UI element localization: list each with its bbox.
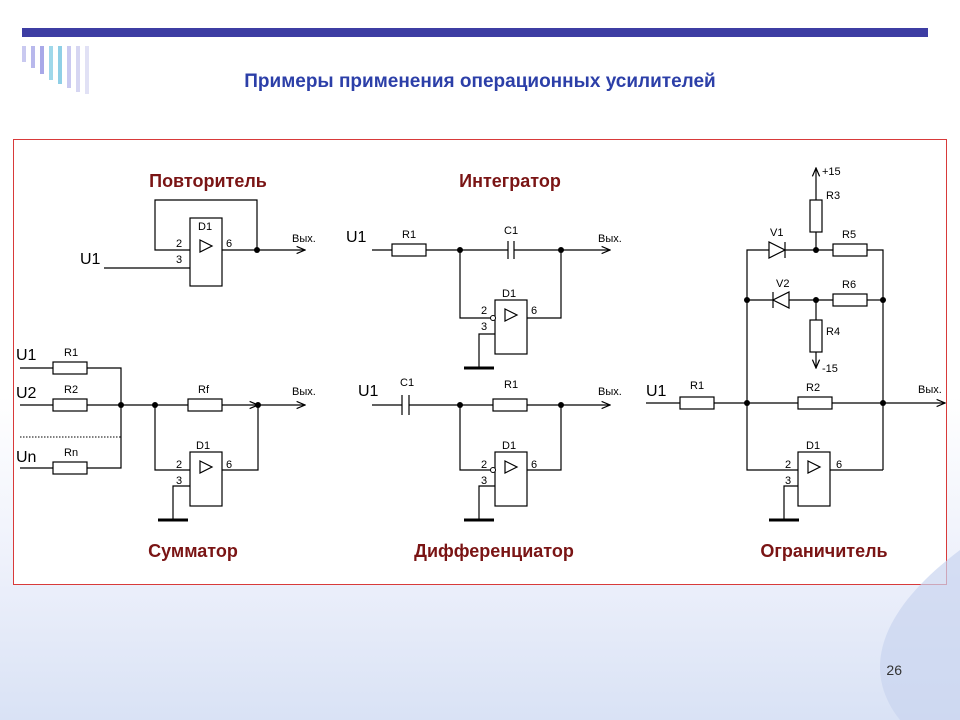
opamp-symbol-icon: [504, 308, 519, 322]
summer-pin-inv: 2: [176, 459, 182, 471]
differentiator-caption: Дифференциатор: [414, 541, 574, 561]
differentiator-circuit: U1 C1 R1 Вых. D1 2 3 6 Дифференциатор: [358, 377, 622, 561]
limiter-output: Вых.: [918, 384, 942, 396]
follower-input: U1: [80, 251, 101, 268]
summer-input-n: Un: [16, 449, 36, 466]
limiter-r5: [832, 243, 868, 257]
summer-feedback-resistor: [187, 398, 223, 412]
limiter-r2-label: R2: [806, 382, 820, 394]
differentiator-r1-label: R1: [504, 379, 518, 391]
summer-pin-noninv: 3: [176, 475, 182, 487]
integrator-c1-label: C1: [504, 225, 518, 237]
summer-r1: [52, 361, 88, 375]
summer-input-2: U2: [16, 385, 37, 402]
integrator-pin-inv: 2: [481, 305, 487, 317]
follower-opamp: [189, 217, 223, 287]
limiter-r4: [809, 319, 823, 353]
decorative-wave: [880, 550, 960, 720]
integrator-caption: Интегратор: [459, 171, 561, 191]
limiter-opamp-label: D1: [806, 440, 820, 452]
follower-circuit: Повторитель D1 2 3 6 U1 Вых.: [80, 171, 316, 287]
top-accent-bar: [22, 28, 928, 37]
limiter-circuit: +15 R3 V1 R5 V2 R6 R4 -15 U1: [646, 166, 945, 561]
limiter-r5-label: R5: [842, 229, 856, 241]
limiter-r2: [797, 396, 833, 410]
differentiator-output: Вых.: [598, 386, 622, 398]
summer-pin-out: 6: [226, 459, 232, 471]
limiter-r6: [832, 293, 868, 307]
circuits-panel: [13, 139, 947, 585]
limiter-input: U1: [646, 383, 667, 400]
summer-output: Вых.: [292, 386, 316, 398]
differentiator-pin-inv: 2: [481, 459, 487, 471]
integrator-circuit: Интегратор U1 R1 C1 Вых. D1 2 3 6: [346, 171, 622, 370]
follower-pin-inv: 2: [176, 238, 182, 250]
summer-rf-label: Rf: [198, 384, 210, 396]
summer-opamp-label: D1: [196, 440, 210, 452]
limiter-pin-noninv: 3: [785, 475, 791, 487]
page-number: 26: [886, 662, 902, 678]
opamp-symbol-icon: [807, 460, 822, 474]
summer-rn: [52, 461, 88, 475]
decorative-stripes: [22, 46, 122, 94]
limiter-r3: [809, 199, 823, 233]
integrator-pin-noninv: 3: [481, 321, 487, 333]
follower-pin-out: 6: [226, 238, 232, 250]
limiter-pin-out: 6: [836, 459, 842, 471]
limiter-r6-label: R6: [842, 279, 856, 291]
summer-rn-label: Rn: [64, 447, 78, 459]
differentiator-pin-out: 6: [531, 459, 537, 471]
differentiator-pin-noninv: 3: [481, 475, 487, 487]
limiter-v2-label: V2: [776, 278, 789, 290]
limiter-supply-pos: +15: [822, 166, 841, 178]
follower-pin-noninv: 3: [176, 254, 182, 266]
differentiator-input: U1: [358, 383, 379, 400]
limiter-caption: Ограничитель: [760, 541, 887, 561]
limiter-pin-inv: 2: [785, 459, 791, 471]
limiter-r4-label: R4: [826, 326, 840, 338]
opamp-symbol-icon: [199, 460, 214, 474]
summer-r2-label: R2: [64, 384, 78, 396]
differentiator-opamp: [494, 451, 528, 507]
differentiator-resistor: [492, 398, 528, 412]
summer-caption: Сумматор: [148, 541, 238, 561]
integrator-opamp-label: D1: [502, 288, 516, 300]
limiter-r3-label: R3: [826, 190, 840, 202]
follower-opamp-label: D1: [198, 221, 212, 233]
limiter-v1-label: V1: [770, 227, 783, 239]
integrator-input: U1: [346, 229, 367, 246]
limiter-r1: [679, 396, 715, 410]
integrator-pin-out: 6: [531, 305, 537, 317]
integrator-opamp: [494, 299, 528, 355]
integrator-output: Вых.: [598, 233, 622, 245]
summer-r2: [52, 398, 88, 412]
slide-title: Примеры применения операционных усилител…: [244, 71, 716, 92]
follower-caption: Повторитель: [149, 171, 267, 191]
integrator-r1-label: R1: [402, 229, 416, 241]
summer-circuit: U1 U2 Un R1 R2 Rn Rf Вых. D1 2 3 6 Сумма…: [16, 347, 316, 561]
differentiator-opamp-label: D1: [502, 440, 516, 452]
opamp-symbol-icon: [199, 239, 214, 253]
limiter-opamp: [797, 451, 831, 507]
opamp-symbol-icon: [504, 460, 519, 474]
integrator-resistor: [391, 243, 427, 257]
summer-r1-label: R1: [64, 347, 78, 359]
limiter-r1-label: R1: [690, 380, 704, 392]
limiter-supply-neg: -15: [822, 363, 838, 375]
summer-input-1: U1: [16, 347, 37, 364]
summer-opamp: [189, 451, 223, 507]
differentiator-c1-label: C1: [400, 377, 414, 389]
follower-output: Вых.: [292, 233, 316, 245]
